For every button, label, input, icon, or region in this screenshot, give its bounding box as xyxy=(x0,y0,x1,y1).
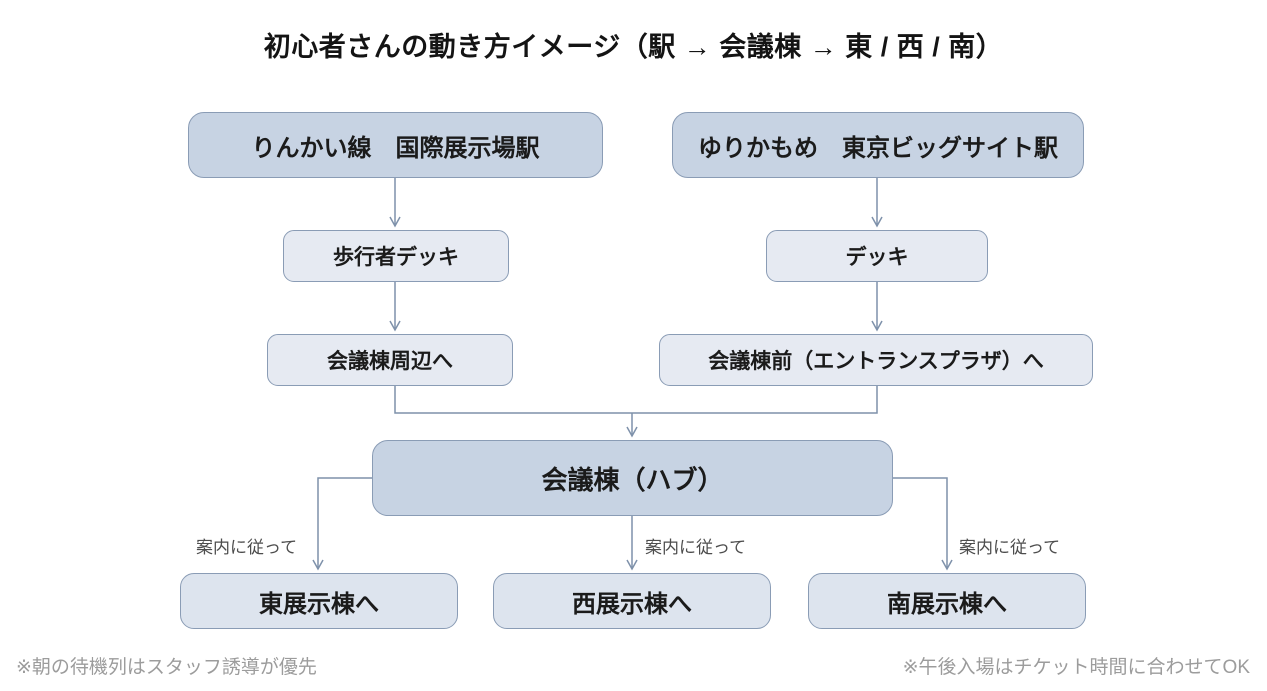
edge-hub-to-south xyxy=(893,477,953,571)
node-conference-hub-label: 会議棟（ハブ） xyxy=(541,464,724,495)
note-morning-queue: ※朝の待機列はスタッフ誘導が優先 xyxy=(16,657,317,678)
node-around-conference: 会議棟周辺へ xyxy=(267,334,513,386)
node-deck: デッキ xyxy=(766,230,988,282)
node-conference-hub: 会議棟（ハブ） xyxy=(372,440,893,516)
node-pedestrian-deck-label: 歩行者デッキ xyxy=(333,246,459,269)
edge-label-to-south: 案内に従って xyxy=(959,538,1061,557)
page-title: 初心者さんの動き方イメージ（駅 → 会議棟 → 東 / 西 / 南） xyxy=(263,32,1004,62)
edge-merge-bus xyxy=(394,386,878,414)
node-deck-label: デッキ xyxy=(845,246,909,269)
node-east-hall: 東展示棟へ xyxy=(180,573,458,629)
node-west-hall: 西展示棟へ xyxy=(493,573,771,629)
node-around-conference-label: 会議棟周辺へ xyxy=(327,350,453,373)
note-afternoon-entry: ※午後入場はチケット時間に合わせてOK xyxy=(902,657,1250,678)
edge-label-to-west: 案内に従って xyxy=(645,538,747,557)
node-rinkai-station: りんかい線 国際展示場駅 xyxy=(188,112,603,178)
node-yurikamome-station: ゆりかもめ 東京ビッグサイト駅 xyxy=(672,112,1084,178)
node-pedestrian-deck: 歩行者デッキ xyxy=(283,230,509,282)
node-east-hall-label: 東展示棟へ xyxy=(259,590,379,618)
edge-label-to-east: 案内に従って xyxy=(196,538,298,557)
node-front-conference-label: 会議棟前（エントランスプラザ）へ xyxy=(708,350,1044,373)
node-south-hall: 南展示棟へ xyxy=(808,573,1086,629)
node-west-hall-label: 西展示棟へ xyxy=(572,590,692,618)
edge-hub-to-east xyxy=(312,477,372,571)
node-yurikamome-station-label: ゆりかもめ 東京ビッグサイト駅 xyxy=(698,134,1058,162)
node-front-conference: 会議棟前（エントランスプラザ）へ xyxy=(659,334,1093,386)
node-rinkai-station-label: りんかい線 国際展示場駅 xyxy=(251,134,540,162)
node-south-hall-label: 南展示棟へ xyxy=(887,590,1007,618)
